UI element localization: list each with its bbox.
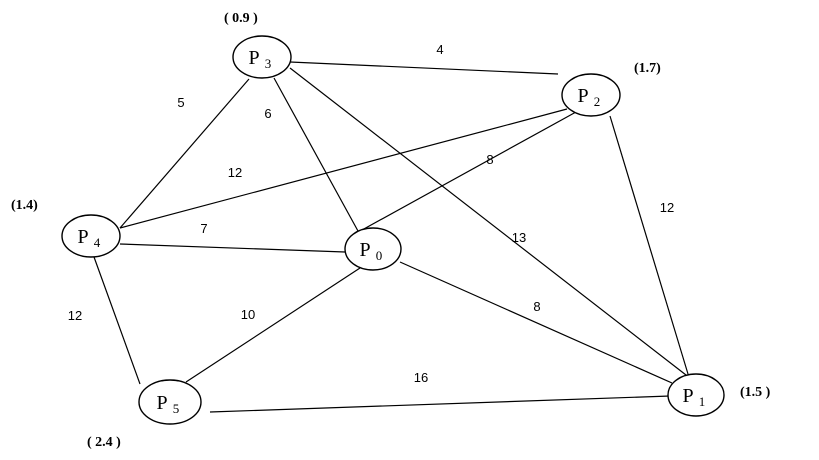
node-ellipse	[138, 379, 202, 425]
edge-p2-p1	[609, 115, 689, 375]
node-value-p1: (1.5 )	[740, 385, 771, 400]
edge-p3-p0	[273, 77, 359, 232]
node-ellipse	[561, 73, 621, 117]
edge-weight-p4-p2: 12	[228, 165, 242, 180]
edge-weight-p2-p1: 12	[660, 200, 674, 215]
edge-weight-p4-p5: 12	[68, 308, 82, 323]
edge-weights-layer: 4 5 6 13 12 7 12 8 10 8 12 16	[68, 42, 674, 385]
edge-p5-p1	[209, 395, 671, 413]
node-subscript: 2	[594, 94, 601, 109]
edge-p3-p1	[289, 67, 687, 376]
edge-weight-p3-p1: 13	[512, 230, 526, 245]
edge-p3-p2	[289, 61, 559, 75]
node-subscript: 5	[173, 401, 180, 416]
node-ellipse	[344, 227, 402, 271]
edge-p3-p4	[119, 78, 250, 229]
edge-weight-p0-p1: 8	[533, 299, 540, 314]
node-values-layer: (1.5 ) (1.7) ( 0.9 ) (1.4) ( 2.4 )	[11, 11, 771, 450]
node-subscript: 0	[376, 248, 383, 263]
edge-p0-p5	[185, 267, 361, 383]
node-value-p3: ( 0.9 )	[224, 11, 258, 26]
node-label: P	[682, 385, 693, 407]
node-value-p4: (1.4)	[11, 198, 38, 213]
node-ellipse	[232, 35, 292, 79]
node-value-p5: ( 2.4 )	[87, 435, 121, 450]
edge-p4-p0	[119, 243, 346, 253]
node-label: P	[577, 85, 588, 107]
node-ellipse	[61, 214, 121, 258]
node-label: P	[248, 47, 259, 69]
edge-weight-p0-p2: 8	[486, 152, 493, 167]
edge-p0-p2	[361, 111, 577, 231]
edge-weight-p3-p2: 4	[436, 42, 443, 57]
node-subscript: 1	[699, 394, 706, 409]
edge-weight-p3-p4: 5	[177, 95, 184, 110]
edge-weight-p0-p5: 10	[241, 307, 255, 322]
edge-p0-p1	[399, 261, 673, 384]
edge-p4-p5	[93, 256, 141, 385]
node-label: P	[359, 239, 370, 261]
node-subscript: 3	[265, 56, 272, 71]
edge-weight-p4-p0: 7	[200, 221, 207, 236]
edge-weight-p5-p1: 16	[414, 370, 428, 385]
node-label: P	[156, 392, 167, 414]
node-label: P	[77, 226, 88, 248]
node-value-p2: (1.7)	[634, 61, 661, 76]
node-ellipse	[667, 373, 725, 417]
node-subscript: 4	[94, 235, 101, 250]
edge-weight-p3-p0: 6	[264, 106, 271, 121]
edge-p4-p2	[119, 108, 568, 229]
edges-layer	[93, 61, 689, 413]
